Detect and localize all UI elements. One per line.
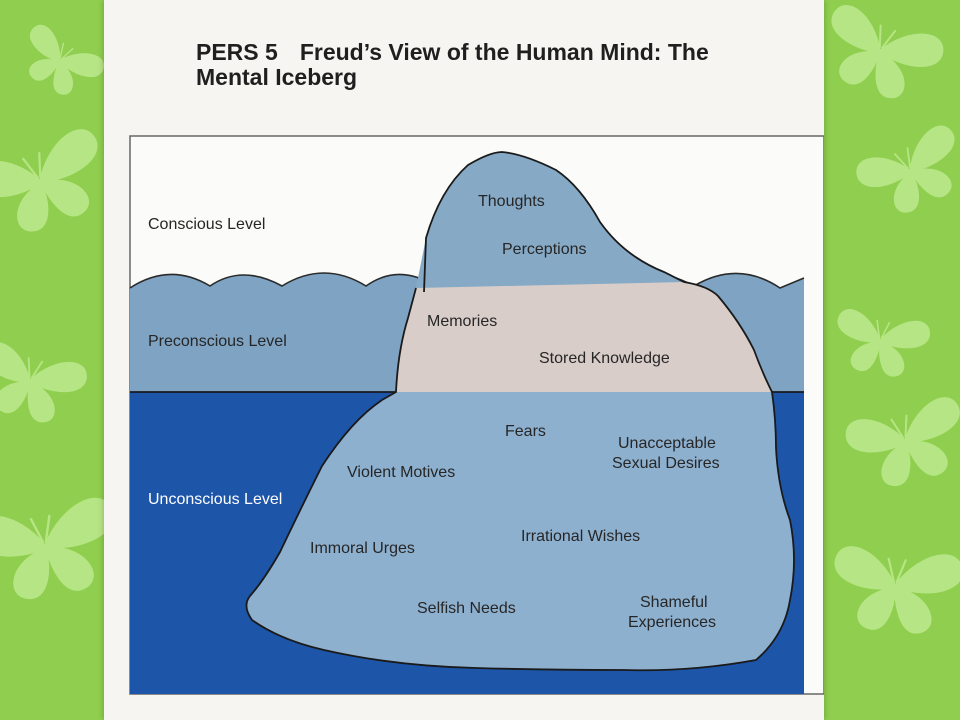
label-unconscious-level: Unconscious Level [148,491,282,508]
label-perceptions: Perceptions [502,241,587,258]
label-unacceptable-line1: Unacceptable [618,435,716,452]
label-stored-knowledge: Stored Knowledge [539,350,670,367]
page-title-line2: Mental Iceberg [196,64,358,90]
iceberg-diagram: Conscious Level Preconscious Level Uncon… [129,135,824,695]
label-violent-motives: Violent Motives [347,464,455,481]
page-title: PERS 5 Freud’s View of the Human Mind: Th… [196,40,816,90]
label-preconscious-level: Preconscious Level [148,333,287,350]
label-immoral-urges: Immoral Urges [310,540,415,557]
label-shameful-line2: Experiences [628,614,716,631]
iceberg-submerged [246,392,794,671]
page-title-code: PERS 5 [196,39,278,65]
iceberg-middle [396,282,772,392]
label-unacceptable-line2: Sexual Desires [612,455,720,472]
label-irrational-wishes: Irrational Wishes [521,528,640,545]
label-fears: Fears [505,423,546,440]
iceberg-tip [416,152,684,292]
label-shameful-line1: Shameful [640,594,708,611]
iceberg-outline [245,151,795,672]
label-conscious-level: Conscious Level [148,216,265,233]
label-memories: Memories [427,313,497,330]
diagram-page: PERS 5 Freud’s View of the Human Mind: Th… [104,0,824,720]
label-thoughts: Thoughts [478,193,545,210]
label-selfish-needs: Selfish Needs [417,600,516,617]
page-title-line1: Freud’s View of the Human Mind: The [299,39,709,65]
